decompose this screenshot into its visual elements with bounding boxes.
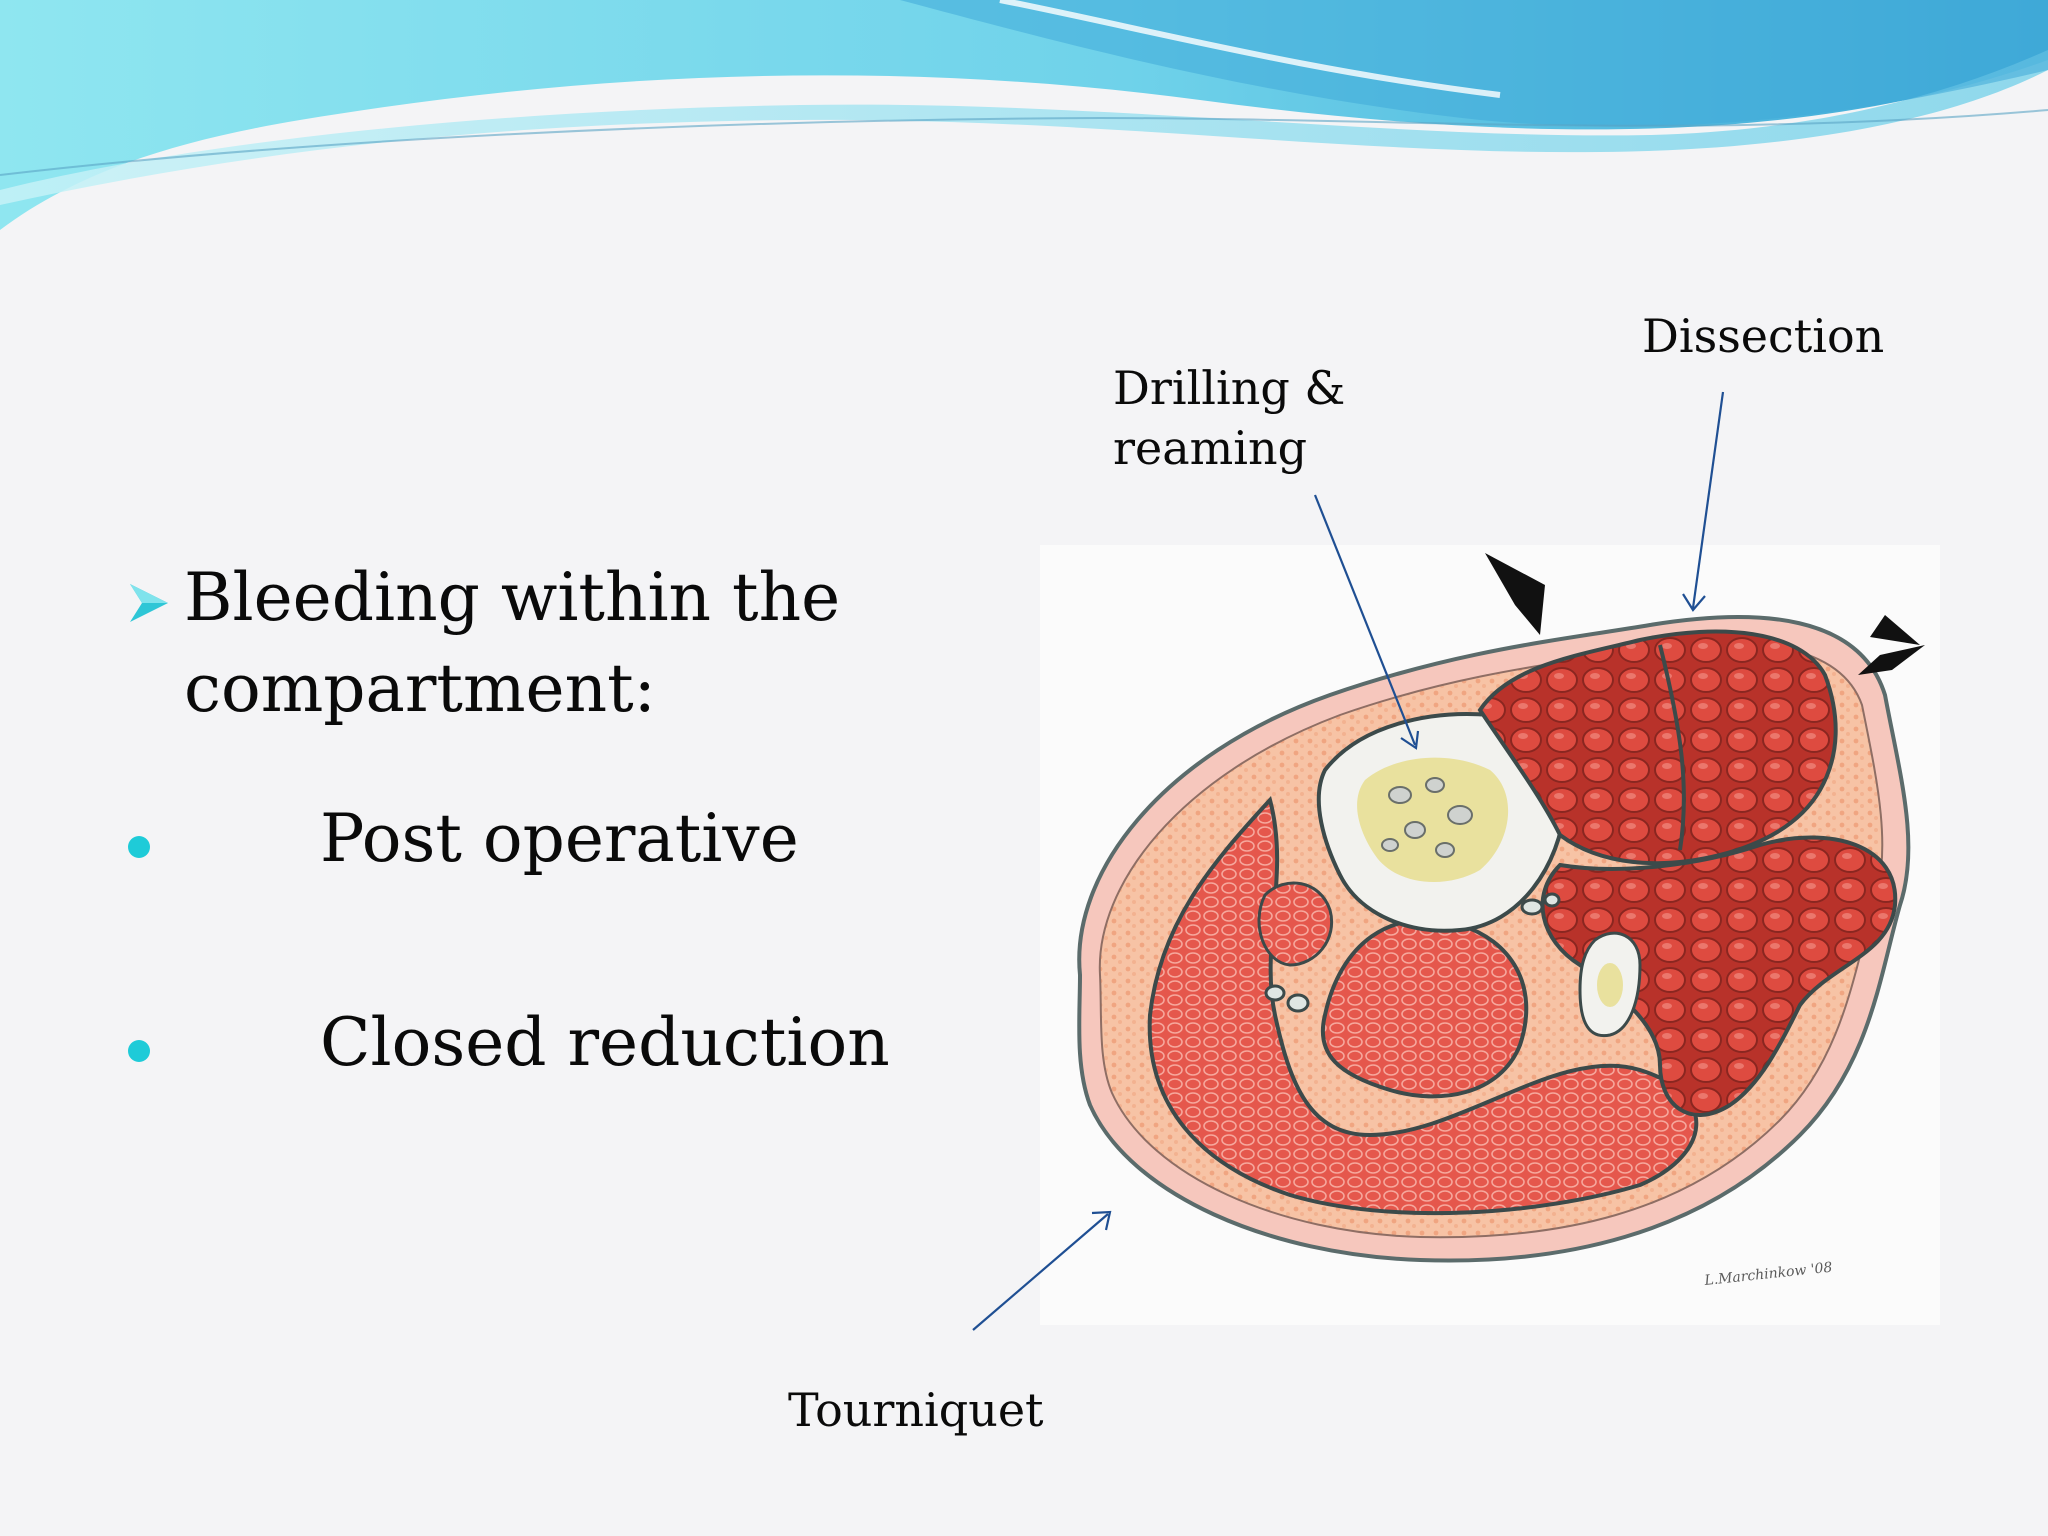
bullet-heading: Bleeding within the compartment: — [128, 552, 944, 734]
label-tourniquet: Tourniquet — [788, 1383, 1044, 1437]
heading-text: Bleeding within the compartment: — [184, 559, 841, 727]
bullet-dot-icon — [128, 836, 150, 858]
list-item-text: Post operative — [320, 800, 799, 877]
arrow-bullet-icon — [130, 584, 168, 622]
label-dissection: Dissection — [1642, 309, 1885, 363]
leg-cross-section-illustration: L.Marchinkow '08 — [1040, 545, 1940, 1325]
list-item-text: Closed reduction — [320, 1004, 890, 1081]
bullet-dot-icon — [128, 1040, 150, 1062]
label-drilling-reaming: Drilling & reaming — [1113, 361, 1346, 475]
header-wave — [0, 0, 2048, 230]
